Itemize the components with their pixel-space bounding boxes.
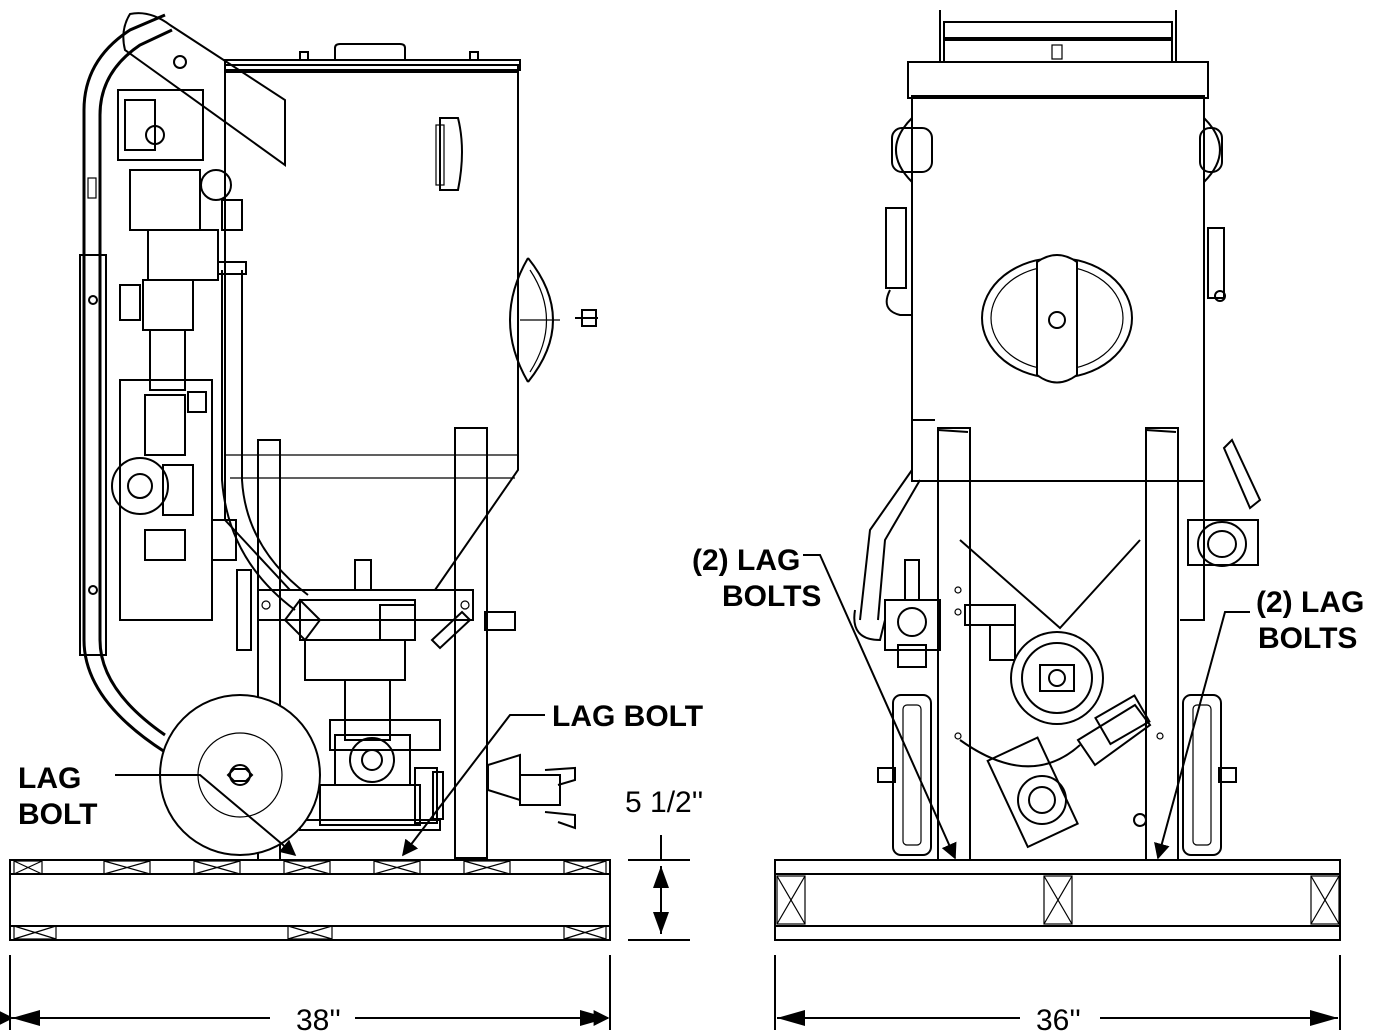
side-tank xyxy=(224,43,598,591)
center-lag-bolt-label: LAG BOLT xyxy=(552,700,703,733)
side-skid xyxy=(9,859,611,941)
front-frame xyxy=(937,427,1179,861)
front-callouts xyxy=(803,554,1250,860)
front-left-valves xyxy=(853,469,1016,668)
side-valves xyxy=(111,89,243,621)
front-right-coupling xyxy=(1187,438,1262,567)
left-lag-bolt-line1: LAG xyxy=(18,762,81,795)
side-callouts xyxy=(115,714,545,857)
side-view: LAG BOLT LAG BOLT 5 1/2'' 38'' xyxy=(0,12,703,1034)
right-lag-bolts-line2: BOLTS xyxy=(1258,622,1357,655)
side-width-label: 38'' xyxy=(296,1004,341,1034)
front-skid xyxy=(774,859,1341,941)
front-width-dimension xyxy=(774,955,1341,1030)
mid-lag-bolts-line2: BOLTS xyxy=(722,580,821,613)
side-bottom-valve xyxy=(299,719,576,831)
front-view: (2) LAG BOLTS (2) LAG BOLTS 36'' xyxy=(692,10,1364,1034)
side-metering-valve xyxy=(236,427,516,861)
side-frame-tube xyxy=(79,12,286,754)
front-metering-valve xyxy=(986,631,1152,849)
front-tank xyxy=(885,10,1226,630)
left-lag-bolt-line2: BOLT xyxy=(18,798,97,831)
mid-lag-bolts-line1: (2) LAG xyxy=(692,544,800,577)
skid-height-label: 5 1/2'' xyxy=(625,786,703,819)
skid-height-dimension xyxy=(628,835,690,941)
side-width-dimension xyxy=(0,955,611,1030)
front-width-label: 36'' xyxy=(1036,1004,1081,1034)
right-lag-bolts-line1: (2) LAG xyxy=(1256,586,1364,619)
side-hose xyxy=(217,261,309,611)
